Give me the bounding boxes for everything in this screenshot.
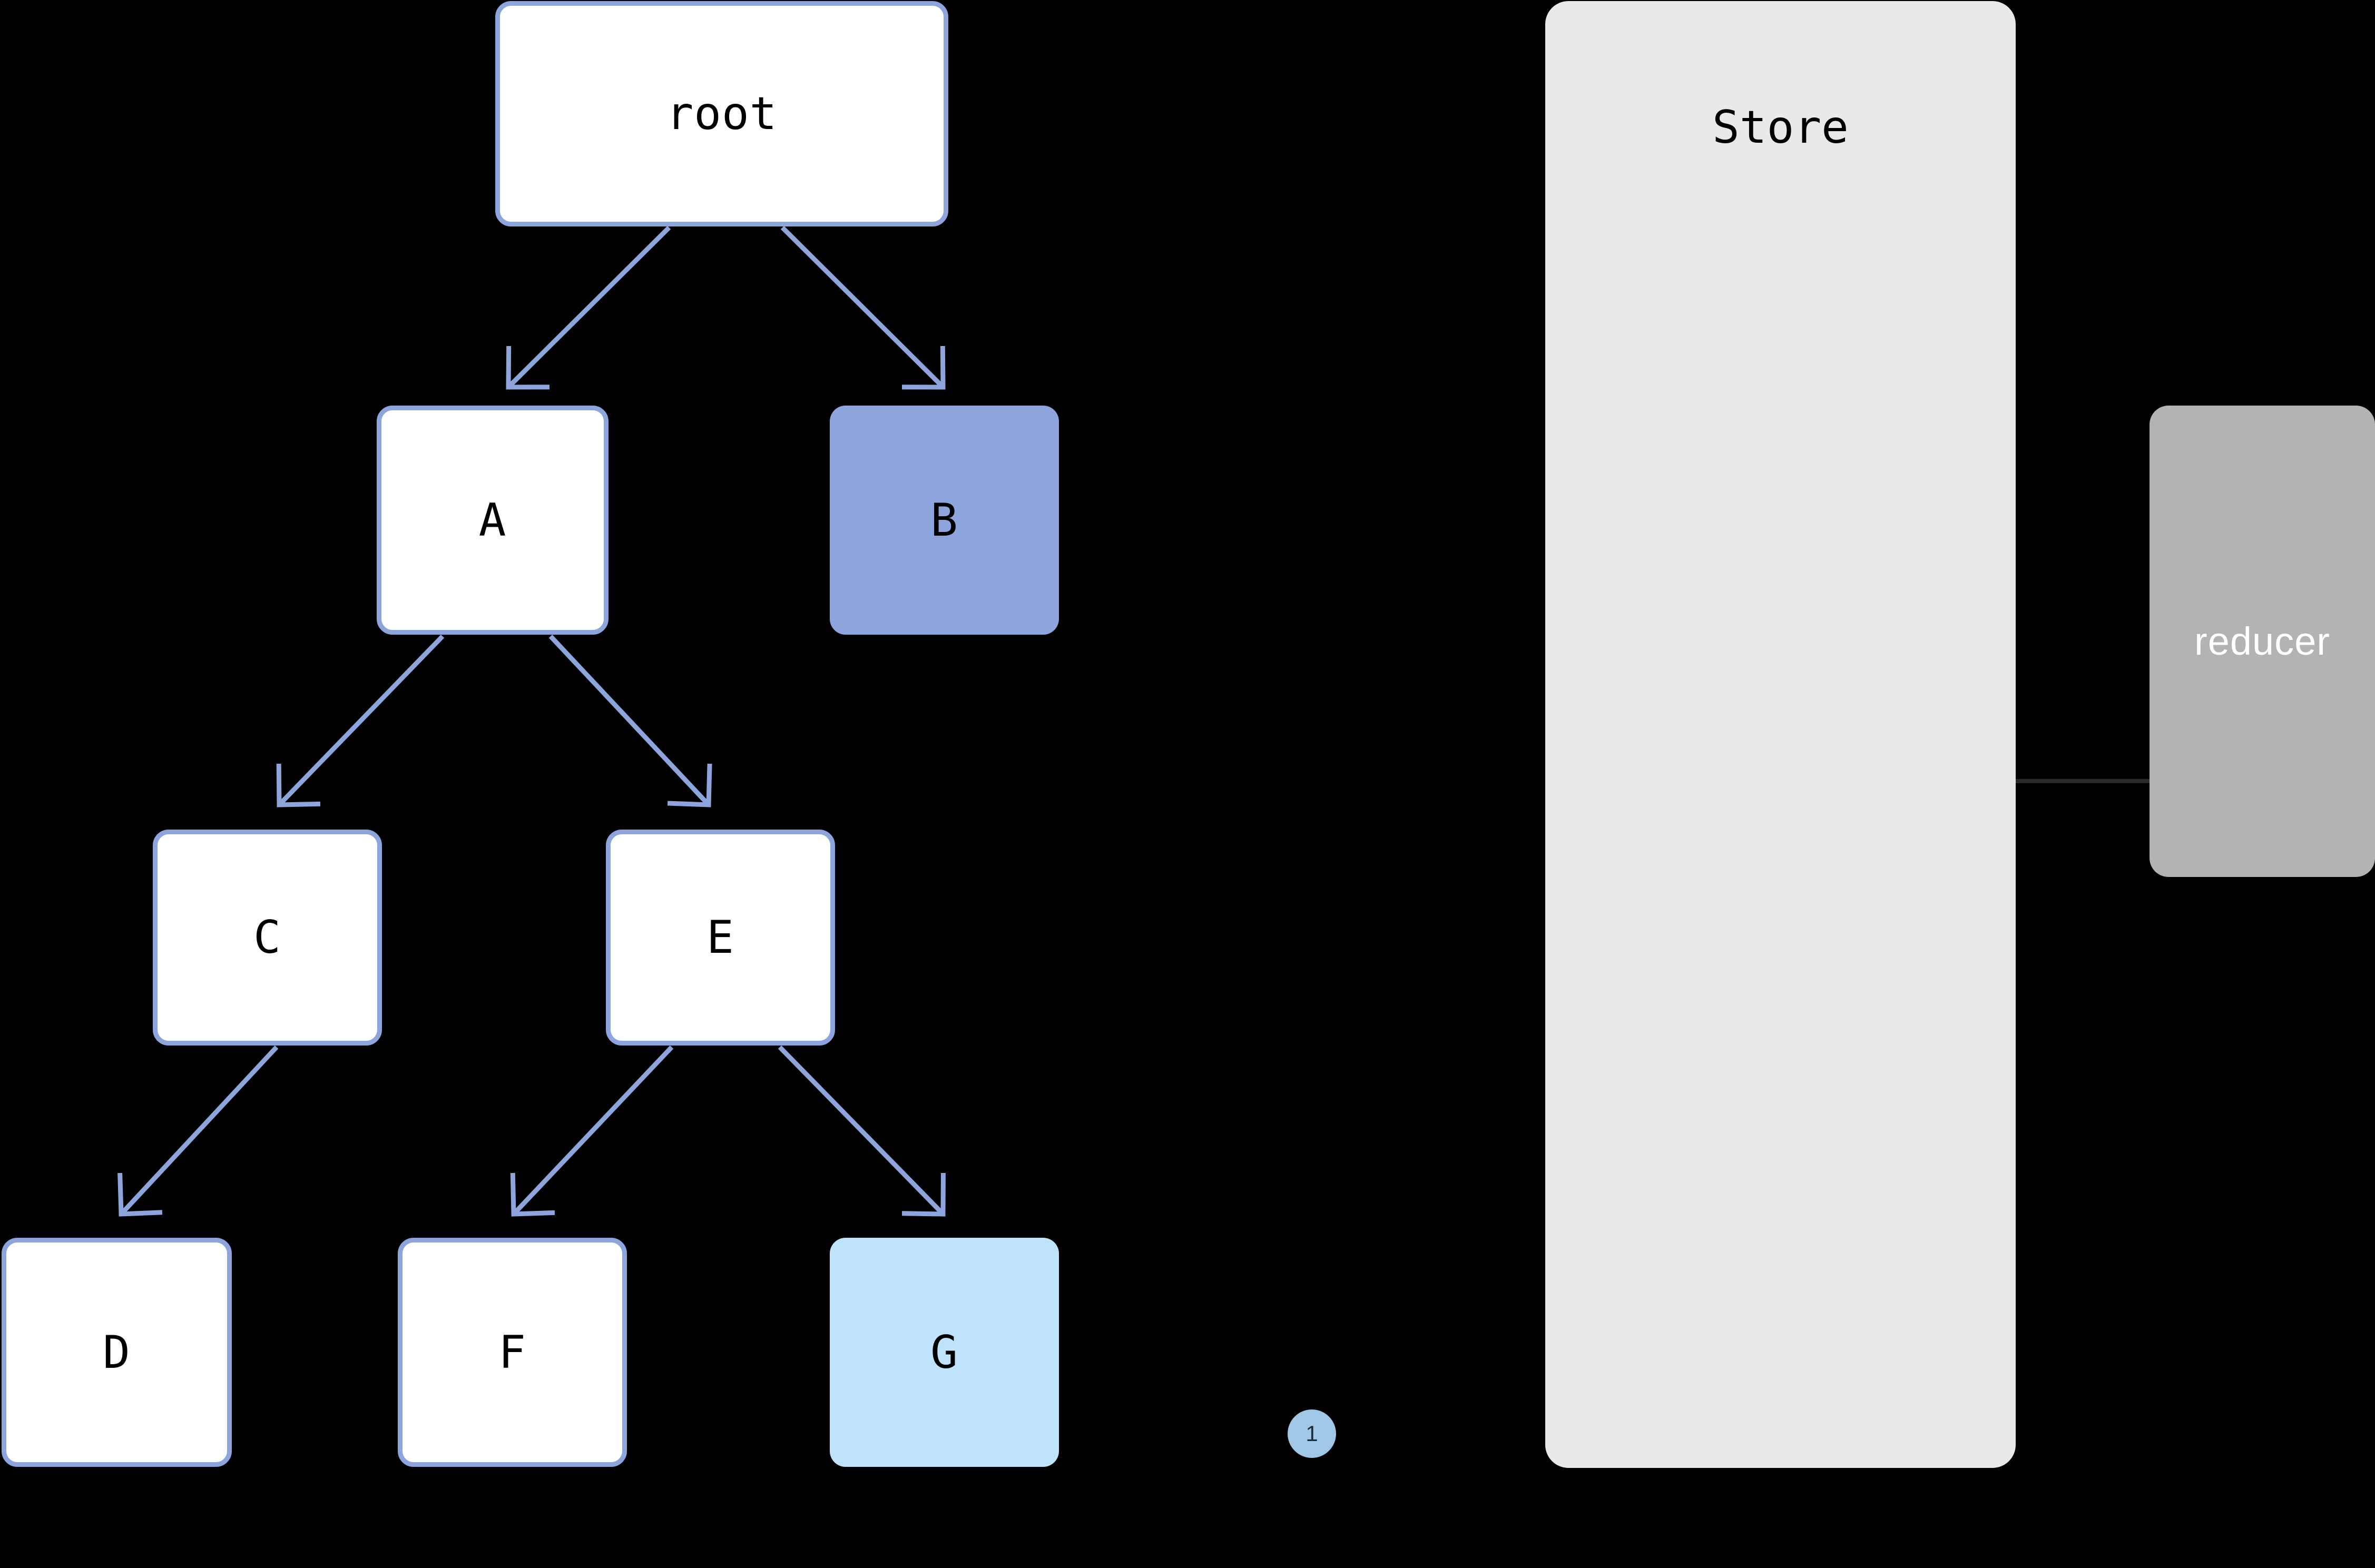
tree-node-label: D [103,1326,131,1379]
tree-node-label: G [930,1326,958,1379]
reducer-panel-label: reducer [2194,619,2330,663]
edge-arrow-root-to-b [780,225,946,390]
tree-node-c[interactable]: C [153,830,382,1046]
edge-arrow-c-to-d [117,1045,279,1217]
tree-node-label: A [478,494,507,547]
tree-node-root[interactable]: root [495,1,948,226]
tree-node-label: F [498,1326,526,1379]
tree-node-g[interactable]: G [830,1238,1059,1467]
tree-node-b[interactable]: B [830,406,1059,635]
tree-node-label: B [930,494,958,547]
store-panel[interactable]: Store [1545,1,2016,1468]
tree-node-label: C [253,911,281,964]
store-panel-label: Store [1712,101,1849,154]
edge-arrow-e-to-g [778,1045,946,1217]
edge-arrow-e-to-f [510,1045,674,1217]
step-badge-label: 1 [1306,1421,1318,1446]
reducer-panel[interactable]: reducer [2150,406,2375,877]
tree-node-label: root [666,87,778,140]
tree-node-e[interactable]: E [606,830,835,1046]
edge-arrow-root-to-a [506,225,671,390]
tree-node-a[interactable]: A [377,406,609,635]
tree-node-f[interactable]: F [398,1238,627,1467]
step-badge[interactable]: 1 [1288,1409,1336,1458]
tree-node-d[interactable]: D [2,1238,232,1467]
edge-arrow-a-to-e [548,634,712,807]
edge-arrow-a-to-c [276,634,445,807]
tree-node-label: E [706,911,734,964]
